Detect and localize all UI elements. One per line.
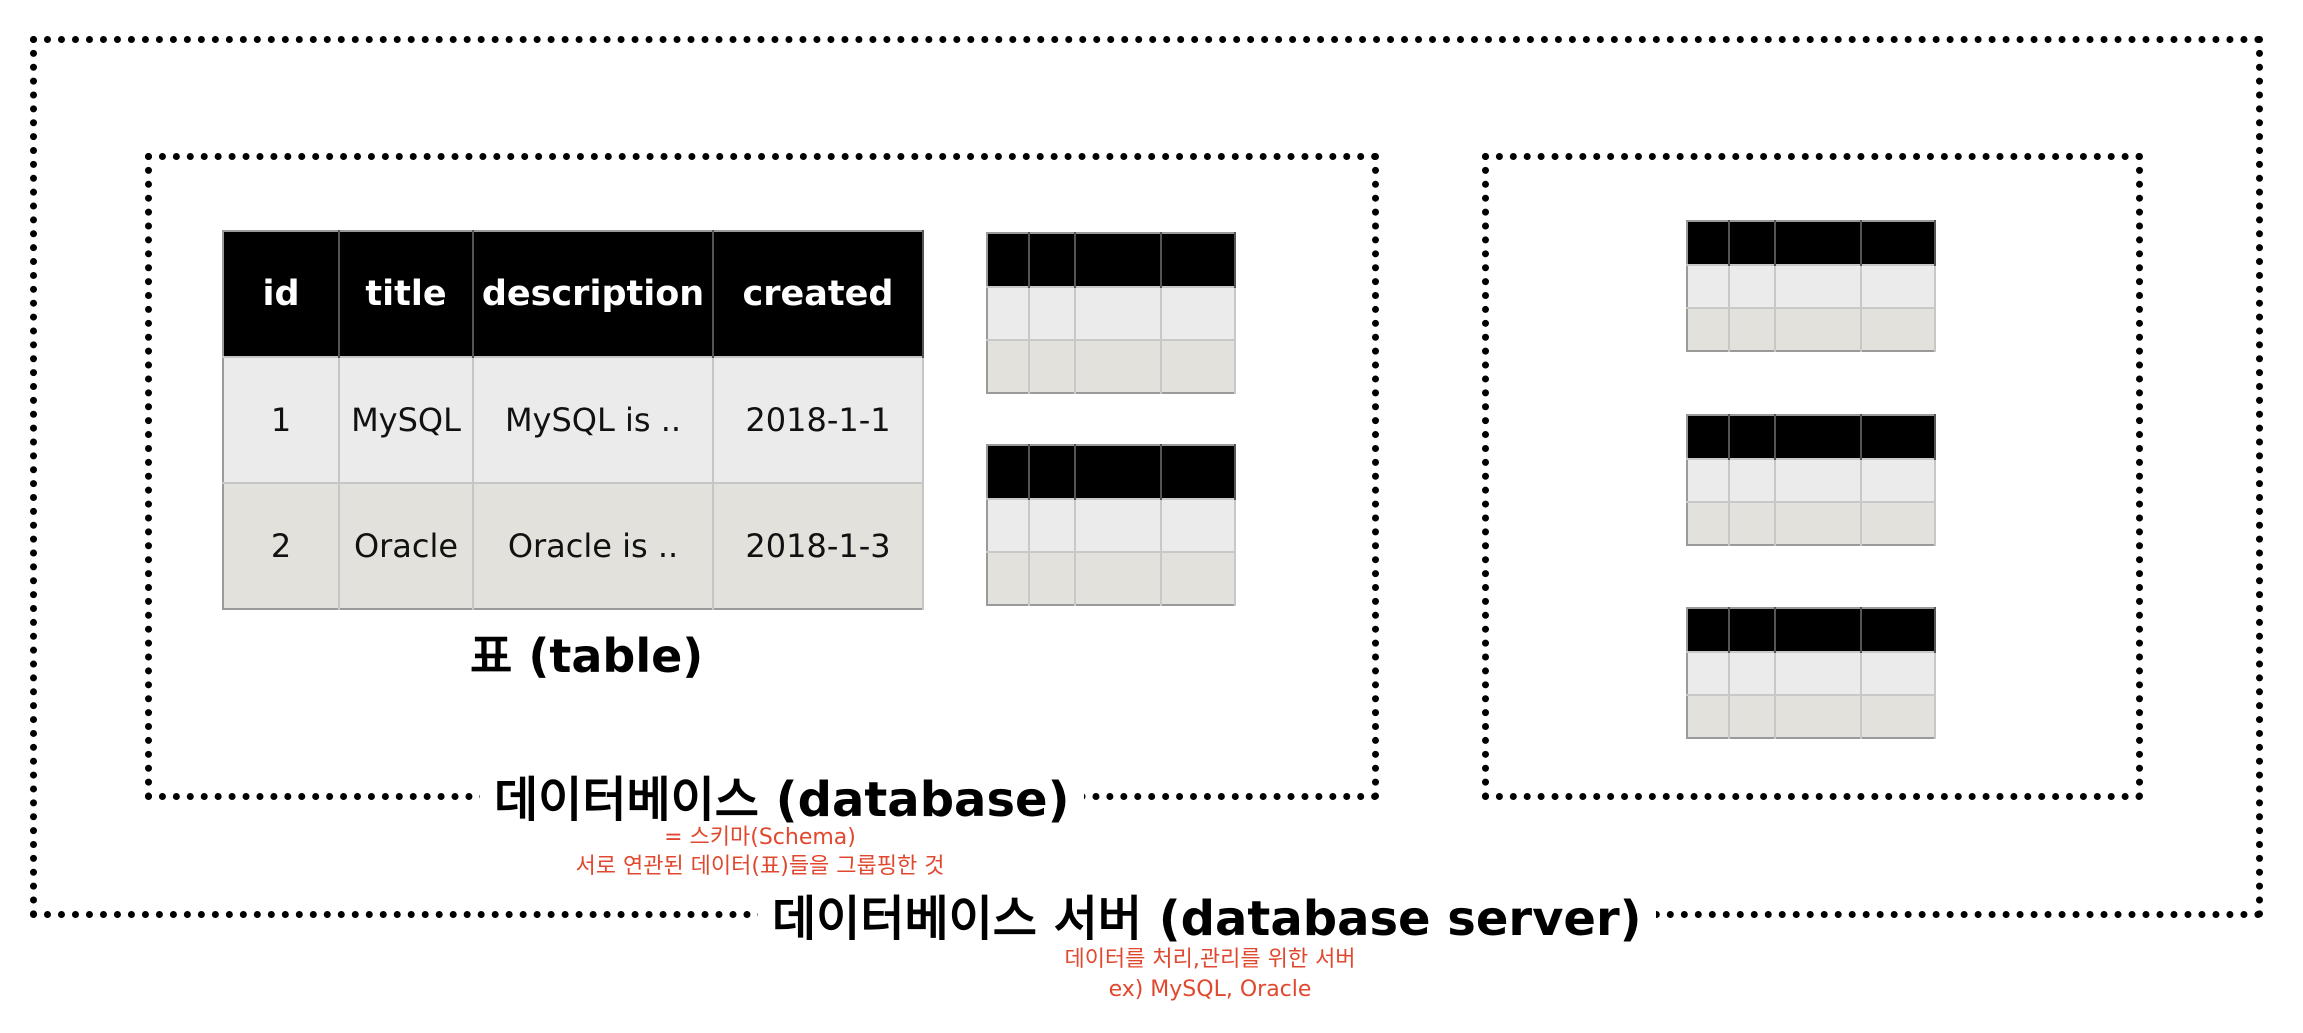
mini-table: [986, 444, 1236, 606]
table-header-row: id title description created: [223, 231, 924, 357]
table-cell: MySQL is ..: [473, 356, 714, 483]
table-cell: Oracle is ..: [473, 482, 714, 609]
table-cell: 2018-1-1: [713, 356, 924, 483]
server-note-examples: ex) MySQL, Oracle: [1108, 977, 1312, 1002]
database-server-label: 데이터베이스 서버 (database server): [758, 883, 1656, 955]
example-table: id title description created 1 MySQL MyS…: [222, 230, 924, 610]
column-header-id: id: [223, 231, 340, 357]
server-note-description: 데이터를 처리,관리를 위한 서버: [1064, 947, 1356, 972]
table-cell: 1: [223, 356, 340, 483]
database-note-description: 서로 연관된 데이터(표)들을 그룹핑한 것: [575, 854, 945, 879]
mini-table: [1686, 220, 1936, 352]
table-cell: 2018-1-3: [713, 482, 924, 609]
table-cell: Oracle: [339, 482, 474, 609]
table-caption: 표 (table): [470, 629, 704, 683]
table-row: 2 Oracle Oracle is .. 2018-1-3: [223, 482, 924, 609]
table-row: 1 MySQL MySQL is .. 2018-1-1: [223, 356, 924, 483]
mini-table: [1686, 414, 1936, 546]
column-header-created: created: [713, 231, 924, 357]
column-header-description: description: [473, 231, 714, 357]
table-cell: 2: [223, 482, 340, 609]
table-cell: MySQL: [339, 356, 474, 483]
column-header-title: title: [339, 231, 474, 357]
mini-table: [986, 232, 1236, 394]
database-label: 데이터베이스 (database): [480, 765, 1084, 835]
mini-table: [1686, 607, 1936, 739]
database-boundary-second: [1482, 153, 2143, 800]
database-note-schema: = 스키마(Schema): [664, 825, 856, 850]
